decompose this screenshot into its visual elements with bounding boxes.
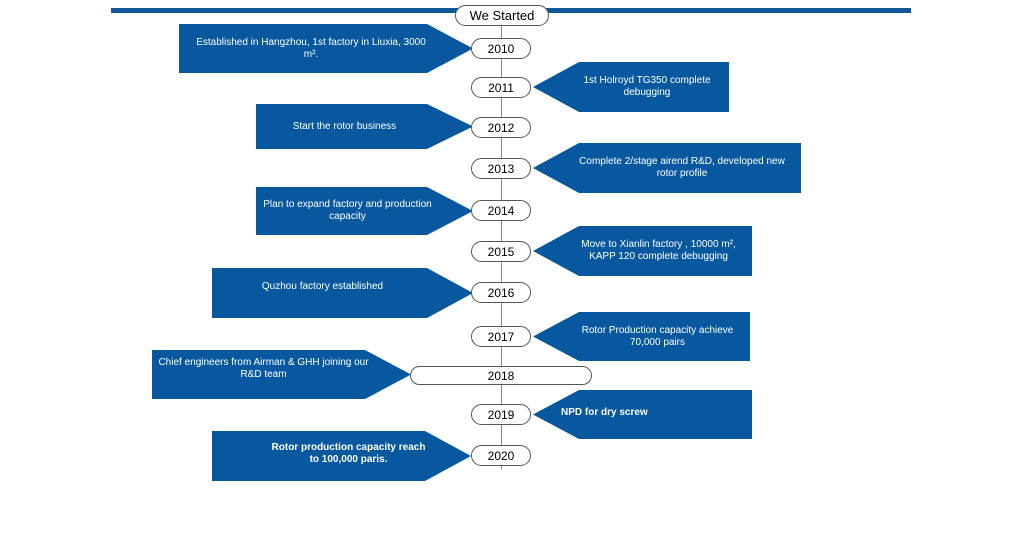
milestone-2010-arrow: Established in Hangzhou, 1st factory in … [179, 24, 473, 73]
milestone-2017-arrow: Rotor Production capacity achieve 70,000… [533, 312, 750, 361]
milestone-2014-arrow: Plan to expand factory and production ca… [256, 187, 473, 235]
year-2015-pill: 2015 [471, 241, 531, 262]
year-2011-pill: 2011 [471, 77, 531, 98]
milestone-2015-arrow: Move to Xianlin factory , 10000 m², KAPP… [533, 226, 752, 276]
start-label: We Started [455, 5, 549, 26]
year-2012-pill: 2012 [471, 117, 531, 138]
year-2010-pill: 2010 [471, 38, 531, 59]
year-2017-pill: 2017 [471, 326, 531, 347]
milestone-2015-text: Move to Xianlin factory , 10000 m², KAPP… [581, 239, 736, 262]
milestone-2018-arrow: Chief engineers from Airman & GHH joinin… [152, 350, 411, 399]
milestone-2016-text: Quzhou factory established [261, 281, 384, 292]
milestone-2020-arrow: Rotor production capacity reach to 100,0… [212, 431, 471, 481]
year-2014-pill: 2014 [471, 200, 531, 221]
year-2019-pill: 2019 [471, 404, 531, 425]
milestone-2011-arrow: 1st Holroyd TG350 complete debugging [533, 62, 729, 112]
milestone-2017-text: Rotor Production capacity achieve 70,000… [581, 324, 734, 348]
milestone-2012-text: Start the rotor business [292, 120, 397, 132]
year-2018-pill: 2018 [410, 366, 592, 385]
year-2013-pill: 2013 [471, 158, 531, 179]
year-2016-pill: 2016 [471, 282, 531, 303]
milestone-2014-text: Plan to expand factory and production ca… [263, 199, 432, 222]
milestone-2013-arrow: Complete 2/stage airend R&D, developed n… [533, 143, 801, 193]
year-2020-pill: 2020 [471, 445, 531, 466]
milestone-2018-text: Chief engineers from Airman & GHH joinin… [158, 356, 369, 380]
milestone-2012-arrow: Start the rotor business [256, 104, 473, 149]
milestone-2019-text: NPD for dry screw [561, 406, 648, 418]
milestone-2011-text: 1st Holroyd TG350 complete debugging [583, 75, 711, 98]
milestone-2010-text: Established in Hangzhou, 1st factory in … [196, 36, 426, 60]
milestone-2016-arrow: Quzhou factory established [212, 268, 473, 318]
milestone-2020-text: Rotor production capacity reach to 100,0… [271, 442, 426, 465]
milestone-2013-text: Complete 2/stage airend R&D, developed n… [579, 156, 785, 179]
milestone-2019-arrow: NPD for dry screw [533, 390, 752, 439]
